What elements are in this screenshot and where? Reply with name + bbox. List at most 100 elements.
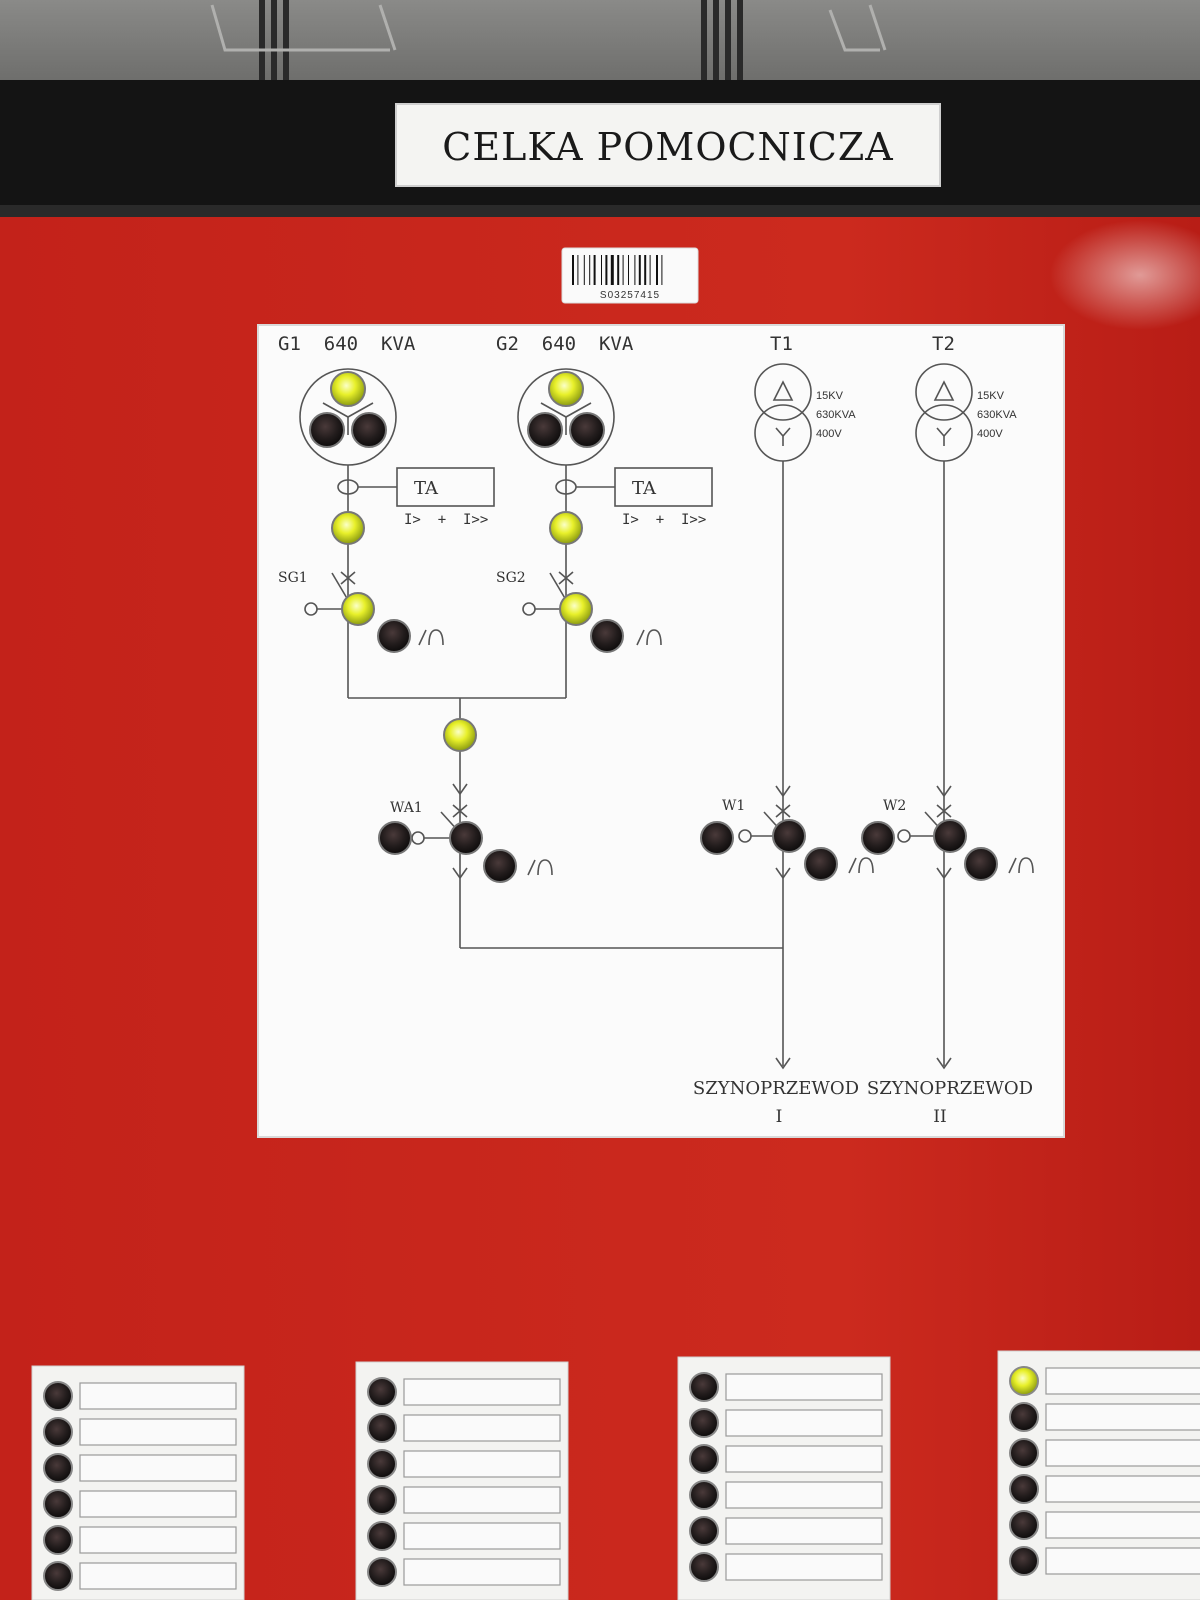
annunciator-lamp[interactable] [1009, 1546, 1039, 1576]
barcode-bar [617, 255, 620, 285]
annunciator-lamp[interactable] [43, 1381, 73, 1411]
g2-right-lamp[interactable] [569, 412, 605, 448]
annunciator-label-window [79, 1562, 237, 1590]
busway-1-label: SZYNOPRZEWOD [693, 1078, 859, 1099]
annunciator-lamp[interactable] [43, 1489, 73, 1519]
ta2-label: TA [632, 478, 657, 499]
sg1-aux-lamp[interactable] [377, 619, 411, 653]
barcode-sticker: S03257415 [561, 247, 699, 304]
g1-left-lamp[interactable] [309, 412, 345, 448]
barcode-bar [572, 255, 574, 285]
barcode-bar [605, 255, 608, 285]
annunciator-lamp[interactable] [689, 1480, 719, 1510]
mimic-indicator-lamps [309, 371, 998, 883]
bus-tie-lamp[interactable] [443, 718, 477, 752]
w2-main-lamp[interactable] [933, 819, 967, 853]
annunciator-label-window [403, 1450, 561, 1478]
annunciator-lamp[interactable] [43, 1561, 73, 1591]
barcode-bar [656, 255, 658, 285]
annunciator-label-window [79, 1454, 237, 1482]
barcode-bar [638, 255, 641, 285]
ta2-protection-label: I> + I>> [622, 512, 706, 528]
barcode-bar [634, 255, 636, 285]
annunciator-label-window [403, 1414, 561, 1442]
wa1-main-lamp[interactable] [449, 821, 483, 855]
g1-right-lamp[interactable] [351, 412, 387, 448]
annunciator-label-window [1045, 1475, 1200, 1503]
wa1-left-lamp[interactable] [378, 821, 412, 855]
annunciator-label-window [725, 1517, 883, 1545]
light-glare [1050, 220, 1200, 330]
annunciator-lamp[interactable] [1009, 1438, 1039, 1468]
barcode-bar [593, 255, 596, 285]
wa1-aux-lamp[interactable] [483, 849, 517, 883]
sg2-aux-lamp[interactable] [590, 619, 624, 653]
w1-label: W1 [722, 798, 745, 814]
busway-2-number: II [933, 1107, 946, 1127]
sg2-main-lamp[interactable] [559, 592, 593, 626]
annunciator-lamp[interactable] [43, 1525, 73, 1555]
w2-left-lamp[interactable] [861, 821, 895, 855]
cable-bundle [259, 0, 743, 82]
barcode-bar [589, 255, 591, 285]
annunciator-lamp[interactable] [1009, 1474, 1039, 1504]
annunciator-label-window [1045, 1439, 1200, 1467]
barcode-bar [661, 255, 663, 285]
annunciator-lamp[interactable] [367, 1557, 397, 1587]
annunciator-label-window [79, 1418, 237, 1446]
g2-top-lamp[interactable] [548, 371, 584, 407]
barcode-bar [583, 255, 585, 285]
annunciator-lamp[interactable] [689, 1408, 719, 1438]
annunciator-panel [355, 1361, 569, 1600]
w1-main-lamp[interactable] [772, 819, 806, 853]
annunciator-lamp[interactable] [689, 1516, 719, 1546]
t2-spec-power: 630KVA [977, 409, 1017, 421]
ta1-label: TA [414, 478, 439, 499]
annunciator-label-window [403, 1486, 561, 1514]
g1-top-lamp[interactable] [330, 371, 366, 407]
annunciator-panel [31, 1365, 245, 1600]
g1-label: G1 640 KVA [278, 333, 416, 355]
diagram-labels: G1 640 KVA G2 640 KVA T1 T2 TA TA I> + I… [278, 333, 1033, 1127]
annunciator-label-window [1045, 1403, 1200, 1431]
annunciator-label-window [403, 1522, 561, 1550]
annunciator-lamp[interactable] [367, 1413, 397, 1443]
t2-spec-low-voltage: 400V [977, 428, 1003, 440]
barcode-number: S03257415 [600, 290, 660, 301]
annunciator-label-window [1045, 1547, 1200, 1575]
w2-aux-lamp[interactable] [964, 847, 998, 881]
sg2-label: SG2 [496, 570, 526, 586]
annunciator-lamp[interactable] [367, 1485, 397, 1515]
annunciator-lamp[interactable] [367, 1377, 397, 1407]
annunciator-lamp[interactable] [43, 1417, 73, 1447]
sg1-main-lamp[interactable] [341, 592, 375, 626]
annunciator-lamp[interactable] [367, 1521, 397, 1551]
annunciator-label-window [403, 1378, 561, 1406]
annunciator-lamp[interactable] [1009, 1366, 1039, 1396]
annunciator-label-window [725, 1445, 883, 1473]
g1-ct-lamp[interactable] [331, 511, 365, 545]
w2-label: W2 [883, 798, 906, 814]
annunciator-lamp[interactable] [689, 1444, 719, 1474]
t1-label: T1 [770, 333, 793, 355]
g2-left-lamp[interactable] [527, 412, 563, 448]
annunciator-lamp[interactable] [689, 1372, 719, 1402]
w1-aux-lamp[interactable] [804, 847, 838, 881]
annunciator-lamp[interactable] [1009, 1510, 1039, 1540]
annunciator-label-window [79, 1490, 237, 1518]
annunciator-lamp[interactable] [367, 1449, 397, 1479]
annunciator-lamp[interactable] [43, 1453, 73, 1483]
annunciator-lamp[interactable] [689, 1552, 719, 1582]
g2-ct-lamp[interactable] [549, 511, 583, 545]
t2-spec-voltage: 15KV [977, 390, 1005, 402]
busway-1-number: I [776, 1107, 783, 1127]
annunciator-panel [677, 1356, 891, 1600]
annunciator-label-window [1045, 1367, 1200, 1395]
annunciator-lamp[interactable] [1009, 1402, 1039, 1432]
t2-label: T2 [932, 333, 955, 355]
t1-spec-low-voltage: 400V [816, 428, 842, 440]
w1-left-lamp[interactable] [700, 821, 734, 855]
barcode-bar [628, 255, 629, 285]
cable-tray-brackets [210, 4, 887, 52]
header-sign-plate [395, 103, 941, 187]
